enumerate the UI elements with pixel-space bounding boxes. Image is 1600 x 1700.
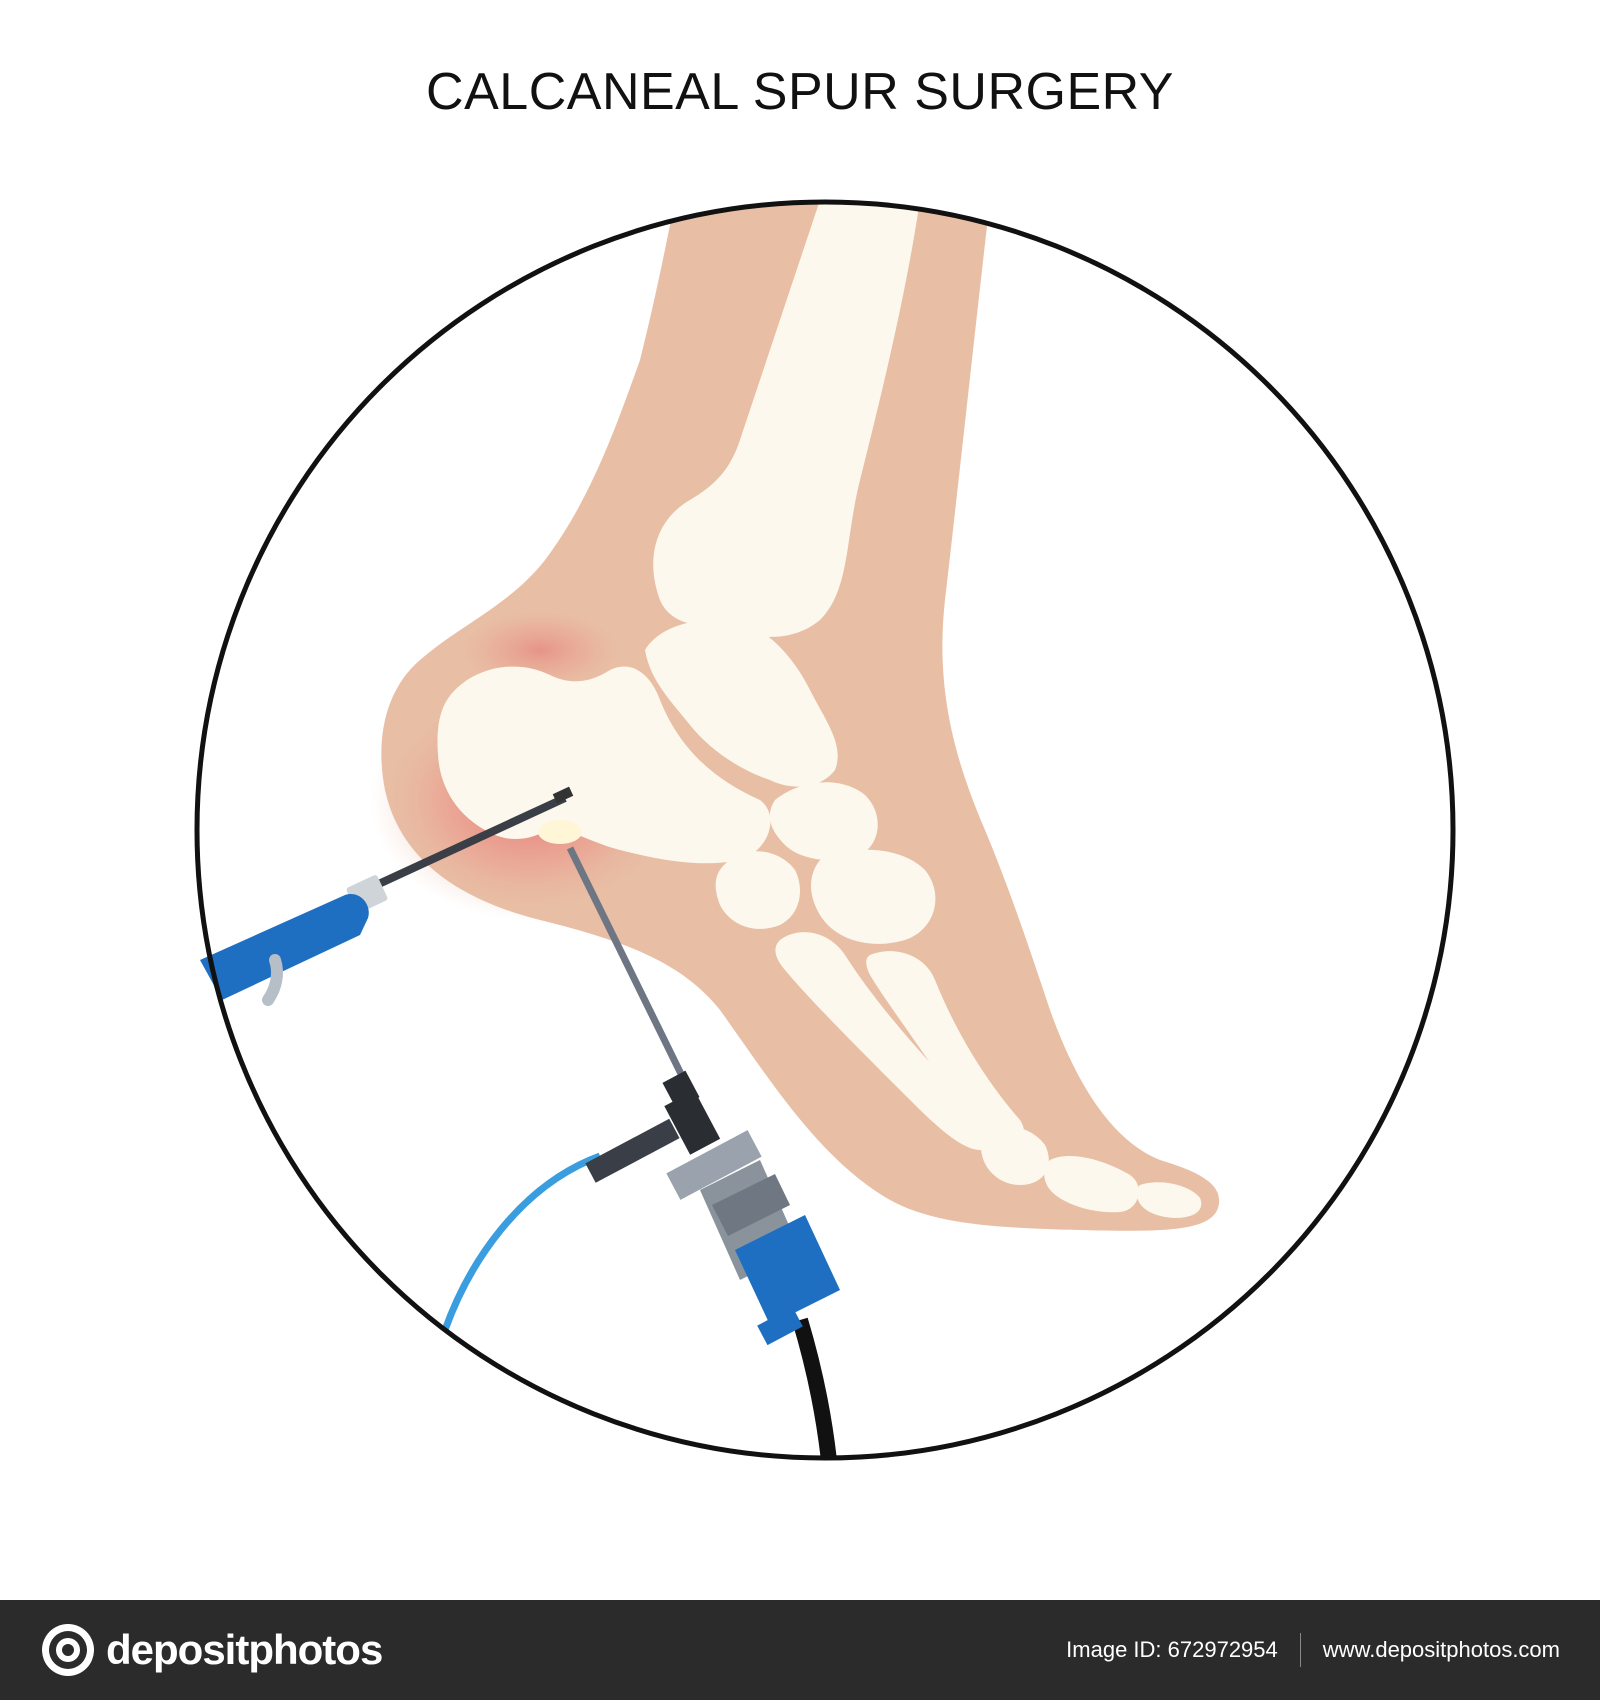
image-meta: Image ID: 672972954 www.depositphotos.co… <box>1066 1600 1560 1700</box>
metatarsal-bone-1 <box>775 932 995 1150</box>
image-id: Image ID: 672972954 <box>1066 1637 1278 1662</box>
brand-name: depositphotos <box>106 1626 383 1673</box>
light-cable <box>441 1152 602 1332</box>
focus-circle <box>194 199 1456 1461</box>
site-url: www.depositphotos.com <box>1322 1637 1560 1662</box>
phalanx-bone-3 <box>1136 1182 1202 1218</box>
brand-logo: depositphotos <box>40 1622 383 1678</box>
page-title: CALCANEAL SPUR SURGERY <box>426 63 1174 121</box>
surgery-illustration <box>194 199 1456 1461</box>
metatarsal-bone-2 <box>866 951 1025 1146</box>
divider <box>1299 1633 1301 1667</box>
cuboid-bone <box>715 851 800 929</box>
camera-logo-icon <box>42 1624 94 1676</box>
footer-bar: depositphotos Image ID: 672972954 www.de… <box>0 1600 1600 1700</box>
phalanx-bone-1 <box>981 1126 1049 1185</box>
shaver-instrument <box>200 786 574 1006</box>
bone-spur <box>538 820 582 844</box>
phalanx-bone-2 <box>1044 1155 1139 1213</box>
talus-bone <box>645 619 838 787</box>
camera-cable <box>792 1317 838 1458</box>
cuneiform-bone <box>811 849 936 944</box>
tibia-bone <box>653 202 920 637</box>
navicular-bone <box>769 782 878 861</box>
arthroscope-instrument <box>566 846 840 1346</box>
